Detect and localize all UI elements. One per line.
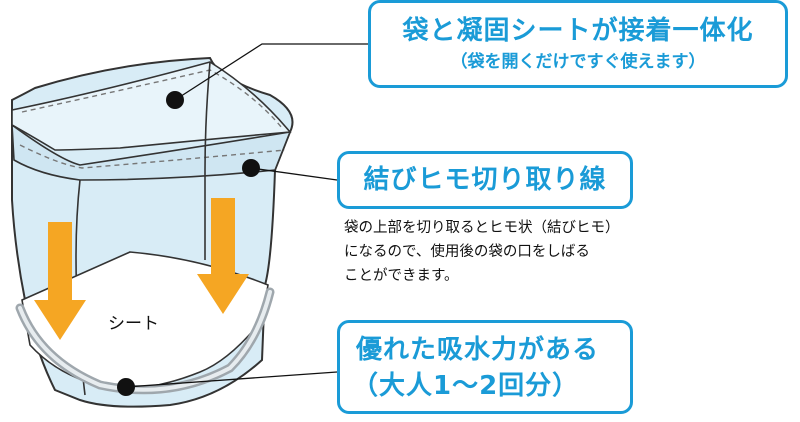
marker-dot-top xyxy=(166,91,184,109)
callout-absorbency-subtitle: （大人1～2回分） xyxy=(352,371,580,401)
bag-crease-right xyxy=(204,61,211,260)
leader-line-top xyxy=(174,43,368,101)
cut-line-description: 袋の上部を切り取るとヒモ状（結びヒモ） になるので、使用後の袋の口をしばる こと… xyxy=(344,216,644,288)
callout-absorbency: 優れた吸水力がある （大人1～2回分） xyxy=(337,320,633,414)
top-seam-dashes xyxy=(21,69,283,129)
description-line-3: ことができます。 xyxy=(344,268,459,284)
callout-cut-line-title: 結びヒモ切り取り線 xyxy=(363,165,607,195)
marker-dot-middle xyxy=(242,159,260,177)
cut-line-dashes xyxy=(19,144,286,169)
description-line-2: になるので、使用後の袋の口をしばる xyxy=(344,244,590,260)
bag-inner-rim xyxy=(11,61,292,151)
leader-line-middle xyxy=(250,167,338,181)
callout-absorbency-title: 優れた吸水力がある xyxy=(356,335,600,365)
sheet-rim-inner xyxy=(18,290,272,392)
callout-adhesion-subtitle: （袋を開くだけですぐ使えます） xyxy=(450,52,706,72)
callout-adhesion: 袋と凝固シートが接着一体化 （袋を開くだけですぐ使えます） xyxy=(368,0,788,88)
leader-line-bottom xyxy=(125,371,338,388)
callout-cut-line: 結びヒモ切り取り線 xyxy=(337,151,633,209)
sheet-label: シート xyxy=(108,314,159,334)
marker-dot-bottom xyxy=(117,378,135,396)
bag-front-fold xyxy=(11,123,292,181)
arrow-right-icon xyxy=(197,198,249,314)
description-line-1: 袋の上部を切り取るとヒモ状（結びヒモ） xyxy=(344,220,620,236)
callout-adhesion-title: 袋と凝固シートが接着一体化 xyxy=(402,16,754,46)
arrow-left-icon xyxy=(34,222,86,340)
